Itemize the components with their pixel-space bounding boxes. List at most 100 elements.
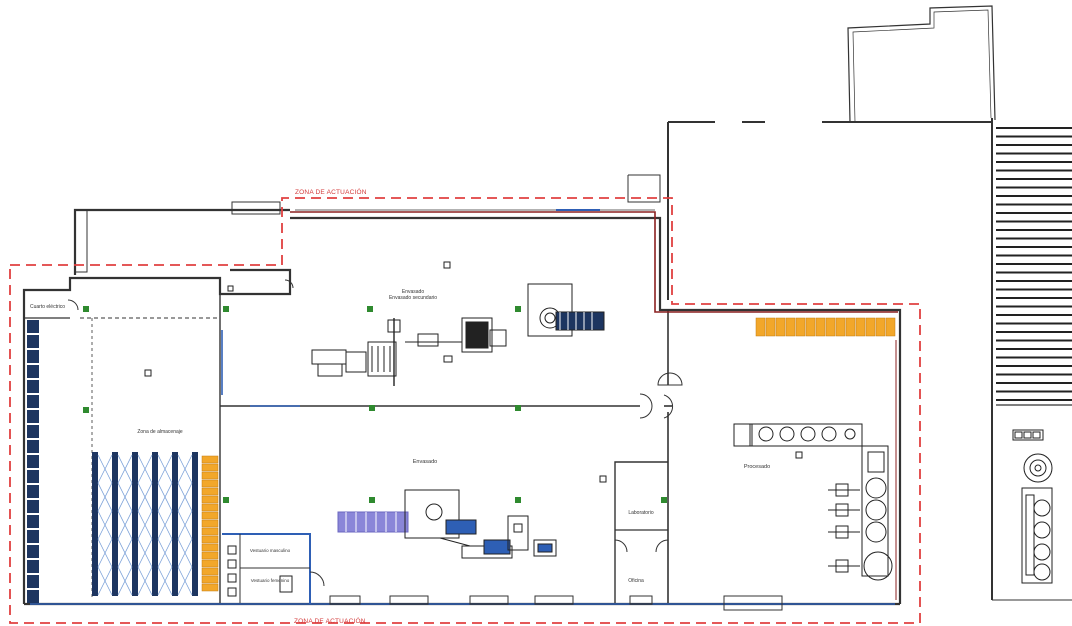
orange-rack-cell [201,455,219,464]
rack-cell [27,380,39,393]
rack-cell [27,425,39,438]
orange-rack-cell [775,317,786,337]
rack-column [192,452,198,596]
green-marker [83,306,89,312]
orange-rack-cell [785,317,796,337]
orange-rack-procesado [755,317,896,337]
orange-rack-cell [201,495,219,504]
orange-rack-cell [201,503,219,512]
rack-cell [27,470,39,483]
orange-rack-cell [201,535,219,544]
rack-brace [177,538,193,568]
envasado-equipment [337,489,557,559]
rack-brace [117,538,133,568]
ramp-stripes [996,127,1072,401]
label-envasado: Envasado [413,459,437,465]
orange-rack-cell [201,575,219,584]
envasado-secundario-equipment [311,283,605,386]
rack-cell [27,560,39,573]
procesado-equipment [733,423,893,581]
green-markers [83,306,667,503]
rack-brace [117,454,133,484]
rack-brace [117,566,133,596]
label-procesado: Procesado [744,464,770,470]
rack-cell [27,455,39,468]
label-envasado-secundario-1: Envasado [402,289,424,295]
green-marker [515,497,521,503]
label-vestuario-femenino: Vestuario femenino [251,578,290,583]
vestuario-fixtures [227,545,293,597]
green-marker [515,306,521,312]
orange-rack-cell [201,479,219,488]
orange-rack-cell [201,551,219,560]
green-marker [661,497,667,503]
label-cuarto-electrico: Cuarto eléctrico [30,304,65,310]
rack-brace [157,510,173,540]
orange-rack-cell [201,543,219,552]
rack-cell [27,320,39,333]
rack-brace [157,482,173,512]
doors [67,279,683,587]
label-oficina: Oficina [628,578,644,584]
label-vestuario-masculino: Vestuario masculino [250,548,291,553]
label-envasado-secundario: Envasado secundario [389,295,437,301]
orange-rack-cell [825,317,836,337]
orange-rack-cell [201,471,219,480]
rack-column [132,452,138,596]
rack-brace [157,454,173,484]
orange-rack-cell [875,317,886,337]
orange-rack-cell [201,463,219,472]
rack-brace [137,454,153,484]
orange-rack-cell [845,317,856,337]
rack-brace [97,482,113,512]
rack-cell [27,335,39,348]
rack-brace [97,566,113,596]
rack-brace [177,566,193,596]
rack-cell [27,410,39,423]
orange-rack-cell [201,487,219,496]
rack-cell [27,515,39,528]
rack-brace [97,510,113,540]
adjacent-building [627,5,1072,601]
orange-rack-cell [755,317,766,337]
rack-brace [137,482,153,512]
rack-column [172,452,178,596]
orange-rack-cell [201,519,219,528]
rack-cell [27,500,39,513]
orange-rack-left [201,455,219,592]
orange-rack-cell [835,317,846,337]
rack-cell [27,530,39,543]
column-markers [144,261,607,483]
storage-racks [27,320,198,603]
orange-rack-cell [885,317,896,337]
orange-rack-cell [201,559,219,568]
zone-label-bottom: ZONA DE ACTUACIÓN [294,616,366,625]
rack-cell [27,575,39,588]
orange-rack-cell [815,317,826,337]
green-marker [369,497,375,503]
external-equipment [1012,429,1053,584]
rack-cell [27,485,39,498]
rack-cell [27,590,39,603]
green-marker [223,497,229,503]
rack-brace [97,538,113,568]
orange-rack-cell [201,567,219,576]
rack-column [92,452,98,596]
orange-rack-cell [201,527,219,536]
zona-actuacion-boundary [9,197,921,624]
orange-rack-cell [765,317,776,337]
orange-rack-cell [805,317,816,337]
green-marker [515,405,521,411]
rack-brace [117,482,133,512]
green-marker [369,405,375,411]
zone-label-top: ZONA DE ACTUACIÓN [295,187,367,196]
rack-brace [157,538,173,568]
rack-brace [137,566,153,596]
orange-rack-cell [865,317,876,337]
green-marker [367,306,373,312]
rack-column [152,452,158,596]
rack-cell [27,545,39,558]
rack-cell [27,395,39,408]
rack-cell [27,365,39,378]
